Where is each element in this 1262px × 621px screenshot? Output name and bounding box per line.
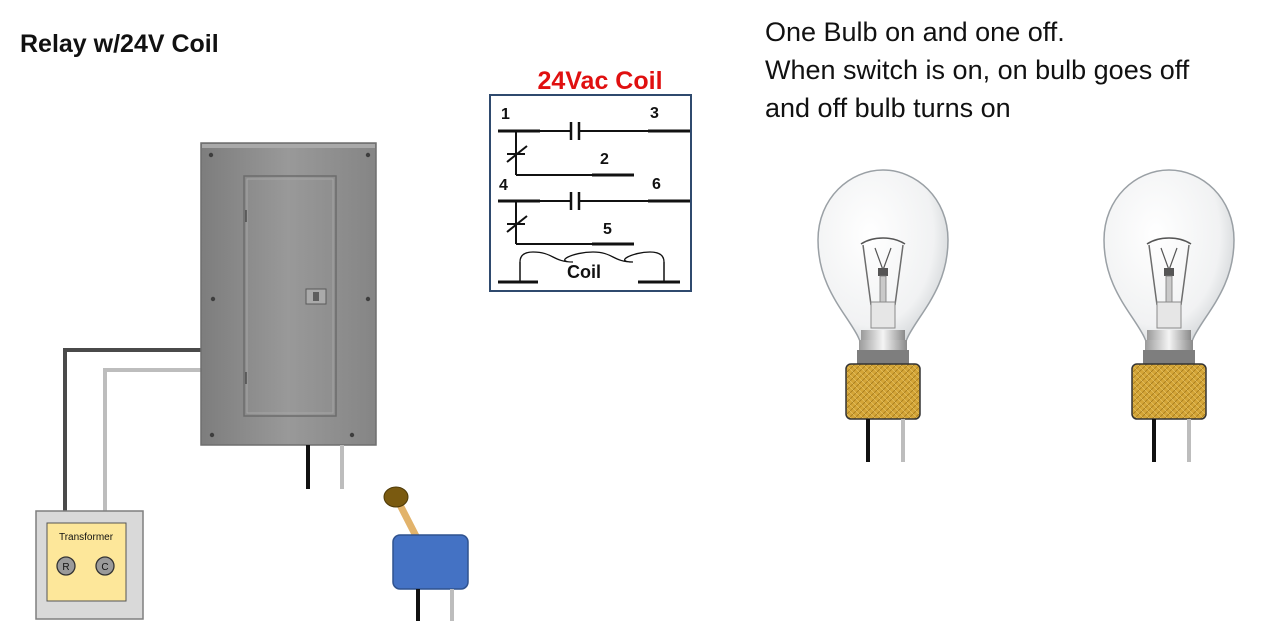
- description-line-3: and off bulb turns on: [765, 93, 1011, 123]
- transformer: Transformer R C: [35, 510, 144, 620]
- relay-coil-label: Coil: [567, 262, 601, 282]
- page-title: Relay w/24V Coil: [20, 30, 219, 58]
- transformer-label: Transformer: [59, 532, 114, 543]
- relay-terminal-2: 2: [600, 151, 609, 168]
- transformer-wire-c: [103, 368, 202, 513]
- transformer-terminal-c: [95, 556, 115, 576]
- relay-terminal-6: 6: [652, 176, 661, 193]
- bulb-left: [817, 169, 949, 462]
- transformer-terminal-r: [56, 556, 76, 576]
- description-line-2: When switch is on, on bulb goes off: [765, 55, 1190, 85]
- switch-knob[interactable]: [383, 486, 409, 508]
- relay-diagram: 24Vac Coil: [489, 67, 692, 292]
- electrical-panel: [200, 142, 377, 446]
- transformer-terminal-c-label: C: [101, 562, 108, 573]
- relay-terminal-5: 5: [603, 221, 612, 238]
- relay-diagram-frame: [489, 94, 692, 292]
- description-line-1: One Bulb on and one off.: [765, 17, 1065, 47]
- transformer-wires: [63, 348, 202, 513]
- relay-coil-title: 24Vac Coil: [537, 67, 662, 95]
- bulb-right-base: [1131, 363, 1207, 420]
- relay-terminal-3: 3: [650, 105, 659, 122]
- description: One Bulb on and one off. When switch is …: [765, 13, 1189, 127]
- relay-terminal-4: 4: [499, 177, 508, 194]
- bulb-left-base: [845, 363, 921, 420]
- transformer-terminal-r-label: R: [62, 562, 69, 573]
- switch-lever[interactable]: [394, 497, 422, 544]
- bulb-right: [1103, 169, 1235, 462]
- transformer-wire-r: [63, 348, 202, 513]
- toggle-switch[interactable]: [383, 486, 469, 621]
- panel-wires: [306, 445, 344, 489]
- switch-body[interactable]: [392, 534, 469, 590]
- relay-terminal-1: 1: [501, 106, 510, 123]
